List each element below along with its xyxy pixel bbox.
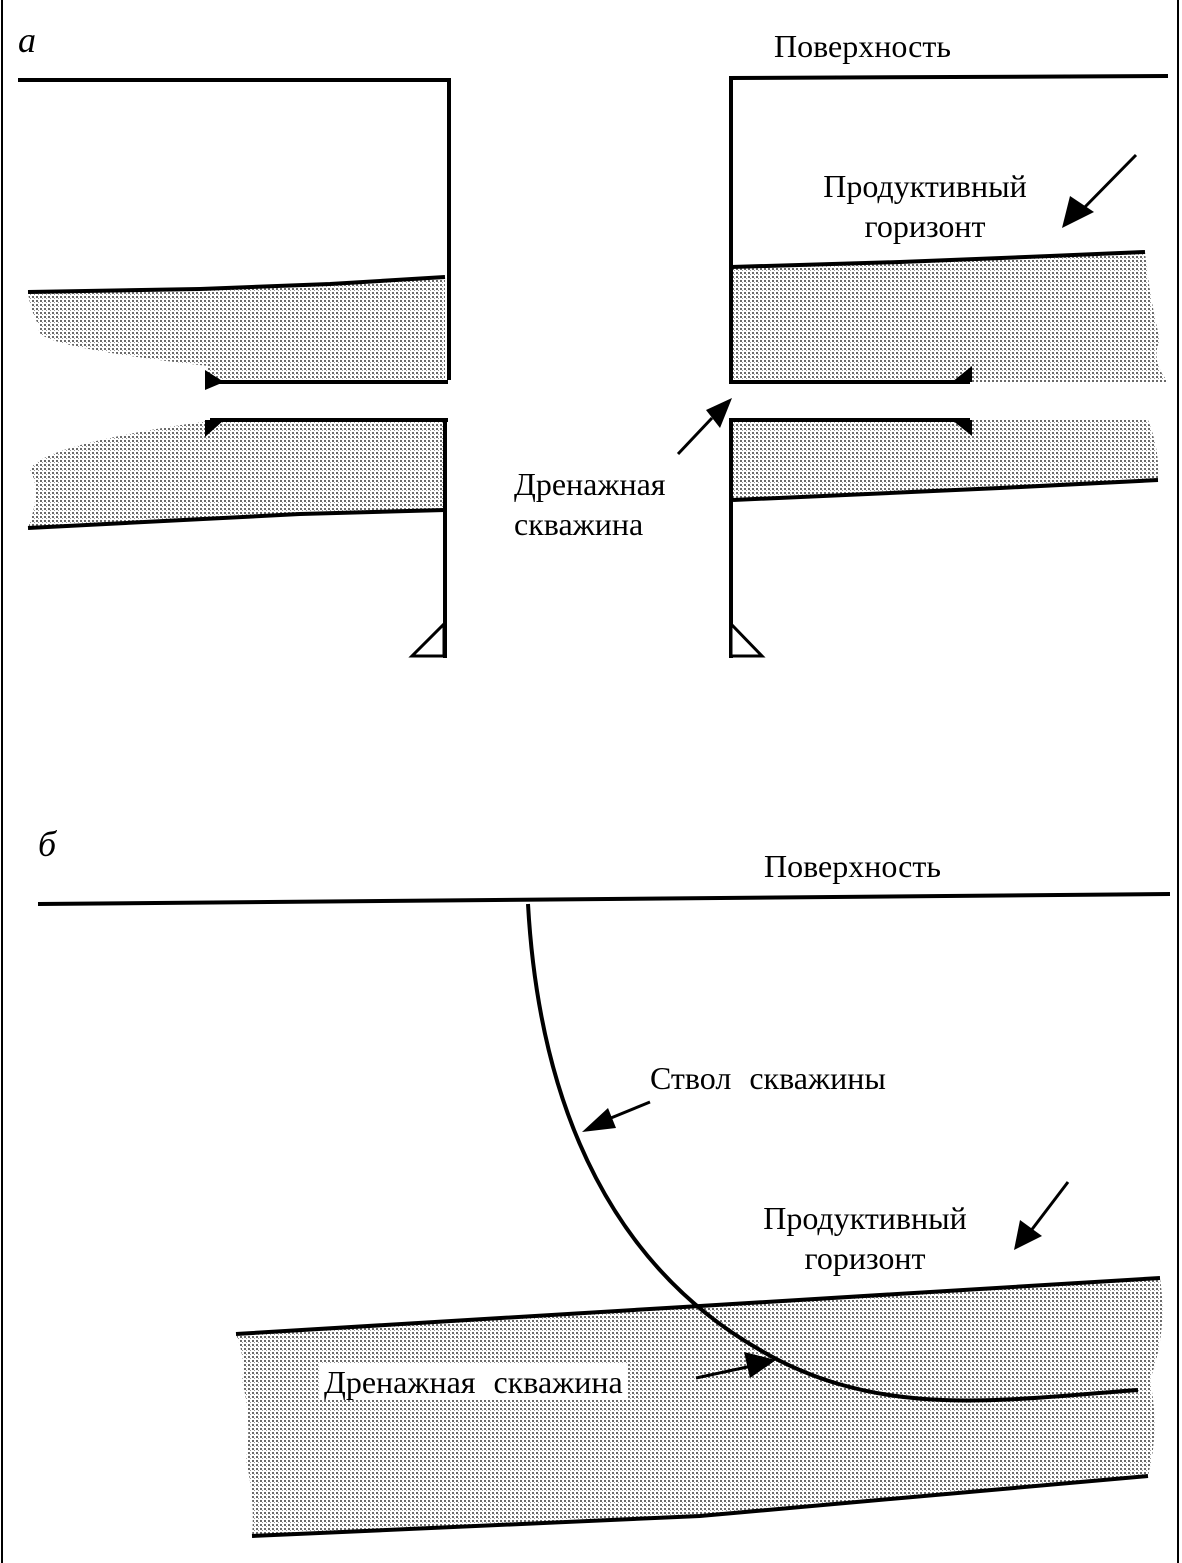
panel-a-productive-label-line2: горизонт <box>864 208 986 244</box>
panel-a-left-stratum-lower <box>28 421 445 528</box>
panel-a-drain-label-line1: Дренажная <box>514 466 666 502</box>
panel-b-stratum <box>236 1278 1163 1536</box>
panel-b-productive-arrow-head <box>1014 1220 1042 1250</box>
panel-a-letter: а <box>18 20 36 60</box>
panel-a-left-stratum-bottom-line <box>27 508 446 530</box>
panel-a-left-stratum-upper <box>28 277 445 381</box>
panel-a-drain-label-line2: скважина <box>514 506 644 542</box>
panel-b-surface-label: Поверхность <box>764 848 941 884</box>
panel-b-drain-arrow-head <box>744 1352 776 1378</box>
panel-a-right-stratum-upper <box>733 252 1168 382</box>
panel-a-drain-arrow-shaft <box>676 416 714 456</box>
panel-a-right-casing-shoe <box>729 620 766 658</box>
panel-a-productive-arrow-shaft <box>1078 153 1138 214</box>
panel-b-wellbore-arrow-shaft <box>605 1100 651 1122</box>
panel-a-left-casing-shoe <box>408 620 446 658</box>
panel-b-wellbore-arrow-head <box>582 1108 616 1132</box>
panel-a-right-stratum-bottom-line <box>732 478 1159 502</box>
panel-a-left-stratum-top-line <box>27 275 446 294</box>
panel-b-productive-label-line1: Продуктивный <box>763 1200 967 1236</box>
panel-a-left-surface-wall <box>18 78 451 380</box>
panel-a-right-packer-top <box>952 366 972 382</box>
panel-a-right-stratum-top-line <box>730 250 1146 269</box>
panel-b-drain-arrow-shaft <box>695 1364 753 1380</box>
panel-a-productive-arrow-head <box>1062 196 1094 228</box>
panel-a-left-packer-top <box>205 370 224 390</box>
panel-a-right-stratum-lower <box>733 420 1159 500</box>
panel-a-surface-label: Поверхность <box>774 28 951 64</box>
panel-b-letter: б <box>38 824 57 864</box>
panel-a-right-surface-wall <box>729 74 1169 382</box>
panel-b-wellbore <box>526 903 1139 1403</box>
panel-b-productive-label-line2: горизонт <box>804 1240 926 1276</box>
panel-b-drain-label: Дренажная скважина <box>320 1364 627 1400</box>
panel-b-stratum-bottom-line <box>251 1474 1149 1538</box>
panel-b-productive-arrow-shaft <box>1028 1181 1070 1233</box>
panel-b-surface-line <box>37 892 1171 906</box>
panel-a-productive-label-line1: Продуктивный <box>823 168 1027 204</box>
panel-a-left-packer-bottom <box>205 420 224 437</box>
panel-a-right-packer-bottom <box>952 420 972 436</box>
panel-b-wellbore-label: Ствол скважины <box>650 1060 886 1096</box>
panel-a-drain-arrow-head <box>706 398 732 428</box>
